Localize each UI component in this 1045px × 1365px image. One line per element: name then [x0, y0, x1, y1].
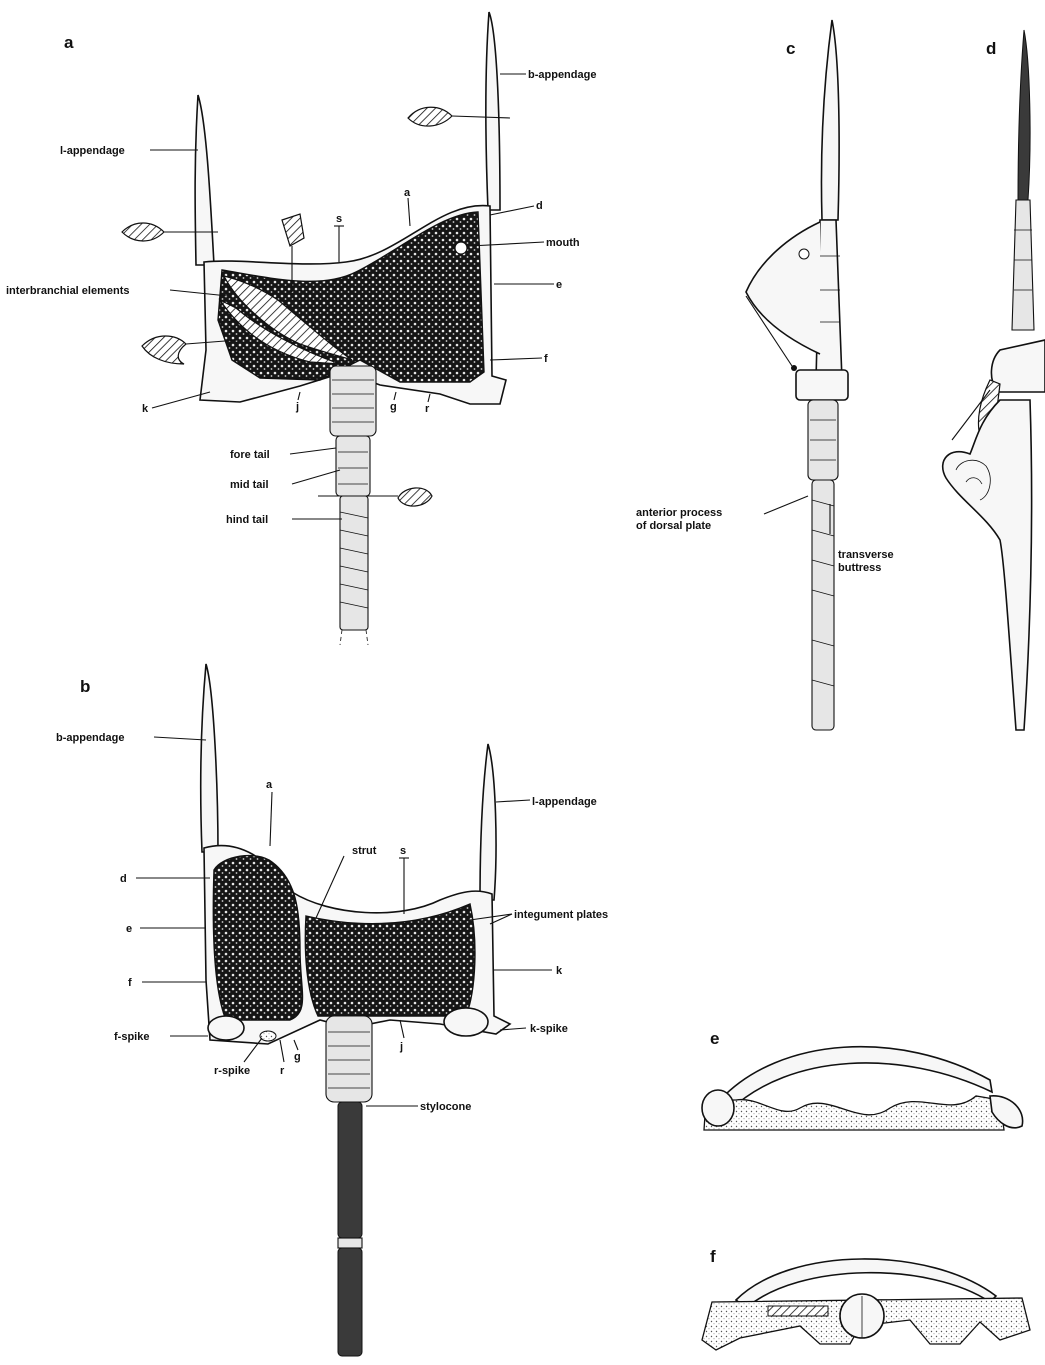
f-spike [208, 1016, 244, 1040]
label-transverse-2: buttress [838, 562, 881, 574]
cross-section-icon [398, 488, 432, 506]
k-spike [444, 1008, 488, 1036]
label-mouth: mouth [546, 237, 580, 249]
label-s: s [400, 845, 406, 857]
label-j: j [295, 401, 299, 413]
panel-letter-c: c [786, 39, 795, 58]
label-a: a [266, 779, 273, 791]
tail-b [326, 1016, 372, 1356]
label-l-appendage: l-appendage [532, 796, 597, 808]
cross-section-icon [122, 223, 164, 241]
label-anterior-process-1: anterior process [636, 507, 722, 519]
r-spike [260, 1031, 276, 1041]
label-d: d [536, 200, 543, 212]
label-r: r [280, 1065, 285, 1077]
left-spike-end [702, 1090, 734, 1126]
label-f: f [128, 977, 132, 989]
pivot-point [791, 365, 797, 371]
label-l-appendage: l-appendage [60, 145, 125, 157]
tail-segments-dark [338, 1248, 362, 1356]
cross-section-icon [408, 107, 452, 126]
label-d: d [120, 873, 127, 885]
b-appendage-spine [486, 12, 500, 210]
label-b-appendage: b-appendage [56, 732, 124, 744]
label-s: s [336, 213, 342, 225]
l-appendage-spine [195, 95, 214, 265]
panel-letter-b: b [80, 677, 90, 696]
l-appendage-spine [480, 744, 496, 900]
label-b-appendage: b-appendage [528, 69, 596, 81]
mouth-lateral [799, 249, 809, 259]
fore-tail [330, 366, 376, 436]
lateral-shield [746, 222, 820, 354]
label-k: k [556, 965, 563, 977]
panel-letter-d: d [986, 39, 996, 58]
appendage-base [1012, 200, 1034, 330]
panel-c: c anterior process of dorsal plate trans… [636, 20, 894, 730]
cross-section-icon [282, 214, 304, 246]
label-g: g [390, 401, 397, 413]
hind-tail [340, 496, 368, 630]
panel-d: d [943, 30, 1045, 730]
label-hind-tail: hind tail [226, 514, 268, 526]
label-mid-tail: mid tail [230, 479, 269, 491]
label-transverse-1: transverse [838, 549, 894, 561]
lateral-tail-d [943, 400, 1032, 730]
tail-gap [338, 1238, 362, 1248]
cross-section-icon [142, 336, 186, 364]
label-j: j [399, 1041, 403, 1053]
panel-letter-a: a [64, 33, 74, 52]
label-anterior-process-2: of dorsal plate [636, 520, 711, 532]
appendage-segments [1018, 30, 1030, 200]
hatched-strip [768, 1306, 828, 1316]
panel-letter-e: e [710, 1029, 719, 1048]
label-k-spike: k-spike [530, 1023, 568, 1035]
label-e: e [126, 923, 132, 935]
dorsal-arch [720, 1047, 992, 1110]
label-fore-tail: fore tail [230, 449, 270, 461]
panel-a: a [6, 12, 596, 645]
label-r: r [425, 403, 430, 415]
lateral-base [796, 370, 848, 400]
label-e: e [556, 279, 562, 291]
b-appendage-spine [201, 664, 218, 852]
tail-a [330, 366, 376, 645]
label-stylocone: stylocone [420, 1101, 471, 1113]
panel-b: b [56, 664, 608, 1356]
stylocone [326, 1016, 372, 1102]
left-cavity-b [213, 856, 302, 1020]
ventral-profile [704, 1096, 1004, 1130]
label-g: g [294, 1051, 301, 1063]
panel-letter-f: f [710, 1247, 716, 1266]
label-integument-plates: integument plates [514, 909, 608, 921]
panel-f: f [702, 1247, 1030, 1350]
label-f-spike: f-spike [114, 1031, 149, 1043]
label-r-spike: r-spike [214, 1065, 250, 1077]
label-interbranchial-elements: interbranchial elements [6, 285, 130, 297]
lateral-appendage [821, 20, 839, 220]
mid-tail [336, 436, 370, 496]
label-a: a [404, 187, 411, 199]
label-strut: strut [352, 845, 377, 857]
label-k: k [142, 403, 149, 415]
lateral-hind-tail [812, 480, 834, 730]
label-f: f [544, 353, 548, 365]
mouth-opening [455, 242, 467, 254]
panel-e: e [702, 1029, 1023, 1130]
tail-segments-dark [338, 1102, 362, 1238]
